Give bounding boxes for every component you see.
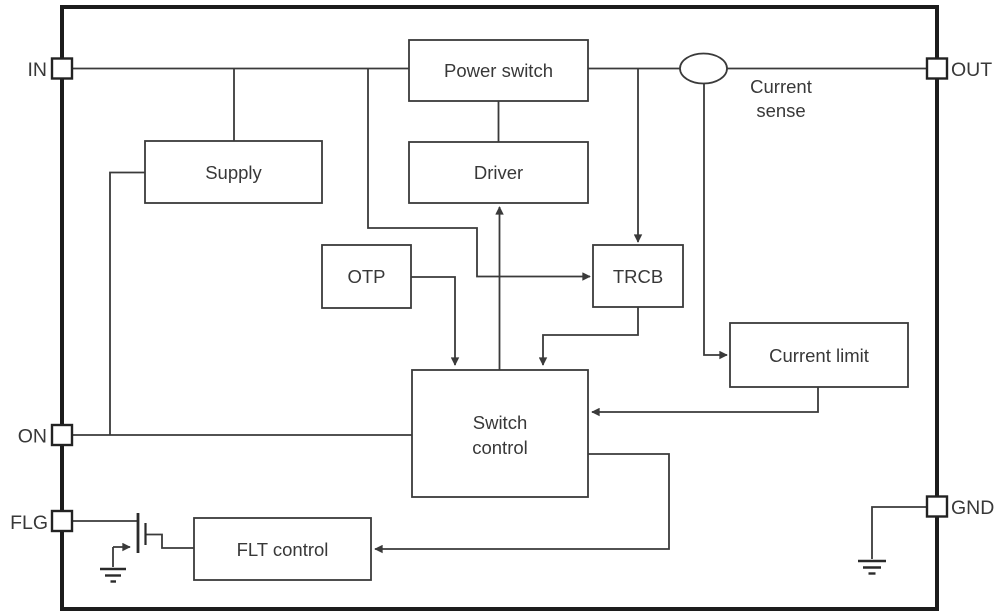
power-switch-label: Power switch (444, 60, 553, 81)
pin-out: OUT (925, 57, 992, 81)
trcb-box (592, 244, 684, 308)
switch-control-label-line1: Switch (473, 412, 528, 433)
block-current-limit: Current limit (729, 322, 909, 388)
block-switch-control: Switch control (411, 369, 589, 498)
flt-control-label: FLT control (237, 539, 329, 560)
supply-box (144, 140, 323, 204)
wire-otp-to-sc (411, 276, 460, 366)
wire-gndpin-to-gnd (871, 506, 927, 559)
block-supply: Supply (144, 140, 323, 204)
driver-label: Driver (474, 162, 523, 183)
pin-flg: FLG (10, 509, 74, 534)
mosfet-icon (136, 513, 147, 553)
ic-boundary (60, 5, 939, 611)
pin-gnd-square (925, 495, 949, 518)
block-trcb: TRCB (592, 244, 684, 308)
wire-trcb-to-sc (538, 307, 639, 366)
current-sense-node (679, 52, 728, 85)
pin-in-label: IN (28, 59, 48, 81)
switch-control-label-line2: control (472, 437, 528, 458)
block-power-switch: Power switch (408, 39, 589, 102)
power-switch-box (408, 39, 589, 102)
current-limit-box (729, 322, 909, 388)
wire-climit-to-sc (591, 387, 819, 417)
supply-label: Supply (205, 162, 262, 183)
block-flt-control: FLT control (193, 517, 372, 581)
switch-control-box (411, 369, 589, 498)
block-otp: OTP (321, 244, 412, 309)
ground-icon (858, 559, 886, 575)
pin-on-label: ON (18, 426, 47, 448)
wire-supply-to-on (109, 171, 145, 435)
driver-box (408, 141, 589, 204)
wire-fet-gate-to-flt (146, 533, 194, 549)
wire-sc-to-flt (374, 453, 670, 554)
current-sense-label-line1: Current (750, 76, 812, 97)
pin-in-square (50, 57, 74, 80)
pin-out-label: OUT (951, 59, 992, 81)
flt-control-box (193, 517, 372, 581)
wire-sense-to-climit (703, 83, 728, 360)
otp-box (321, 244, 412, 309)
pin-flg-square (50, 509, 74, 533)
pin-in: IN (28, 57, 74, 81)
pin-flg-label: FLG (10, 512, 48, 534)
pin-on-square (50, 423, 74, 447)
current-limit-label: Current limit (769, 345, 869, 366)
pin-on: ON (18, 423, 74, 448)
wire-in-to-trcb (367, 68, 591, 281)
ground-icon (100, 567, 126, 583)
pin-gnd: GND (925, 495, 994, 519)
trcb-label: TRCB (613, 266, 663, 287)
block-driver: Driver (408, 141, 589, 204)
wires (72, 67, 927, 567)
pin-out-square (925, 57, 949, 80)
current-sense-label-line2: sense (756, 100, 805, 121)
pin-gnd-label: GND (951, 497, 994, 519)
otp-label: OTP (347, 266, 385, 287)
